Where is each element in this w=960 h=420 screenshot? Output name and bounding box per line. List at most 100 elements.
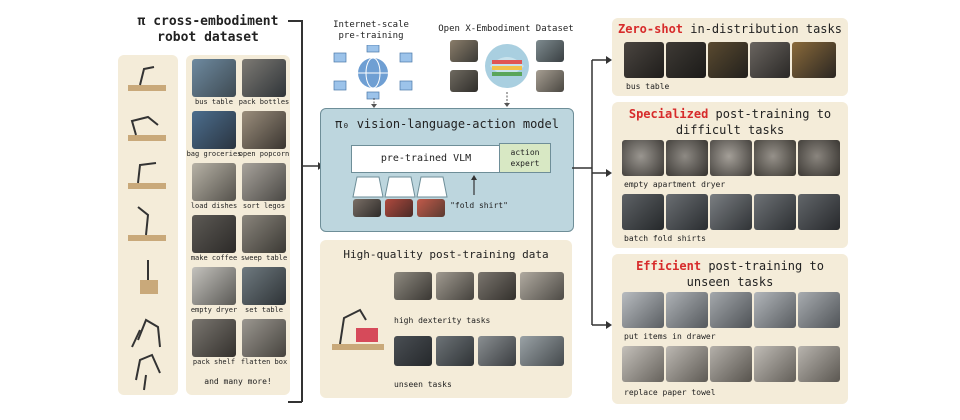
camera-photo <box>385 199 413 217</box>
zero-shot-panel: Zero-shot in-distribution tasks bus tabl… <box>612 18 848 96</box>
unseen-label: unseen tasks <box>394 380 452 389</box>
specialized-title: Specialized post-training to difficult t… <box>612 106 848 138</box>
task-photo <box>192 215 236 253</box>
paper-towel-photo <box>622 346 664 382</box>
oxe-photo <box>536 40 564 62</box>
robot-icons <box>128 66 166 391</box>
robot-arm-icon <box>128 66 166 91</box>
drawer-photo <box>622 292 664 328</box>
paper-towel-caption: replace paper towel <box>624 388 716 397</box>
oxe-globe-icon <box>485 44 529 88</box>
task-photo <box>242 267 286 305</box>
action-expert-box: action expert <box>499 143 551 173</box>
dexterity-label: high dexterity tasks <box>394 316 491 325</box>
left-title-line2: robot dataset <box>157 30 259 45</box>
task-label: sort legos <box>242 202 286 210</box>
paper-towel-photo <box>666 346 708 382</box>
drawer-photo <box>666 292 708 328</box>
fold-shirts-photo <box>710 194 752 230</box>
task-photo <box>192 267 236 305</box>
fold-shirts-photo <box>754 194 796 230</box>
efficient-panel: Efficient post-training to unseen tasks … <box>612 254 848 404</box>
output-arrows <box>572 56 612 329</box>
task-label: flatten box <box>240 358 288 366</box>
task-label: empty dryer <box>190 306 238 314</box>
drawer-caption: put items in drawer <box>624 332 716 341</box>
dryer-photo <box>798 140 840 176</box>
specialized-line2: difficult tasks <box>675 123 785 137</box>
drawer-photo <box>798 292 840 328</box>
task-photo <box>242 111 286 149</box>
task-label: sweep table <box>240 254 288 262</box>
task-label: bus table <box>195 98 233 106</box>
and-many-more-label: and many more! <box>204 377 272 386</box>
robot-arm-icon <box>131 318 161 348</box>
unseen-photo <box>478 336 516 366</box>
task-label: set table <box>245 306 283 314</box>
dryer-photo <box>666 140 708 176</box>
oxe-photo <box>450 40 478 62</box>
bracket-vertical <box>301 20 303 402</box>
bus-table-photo <box>750 42 790 78</box>
specialized-highlight: Specialized <box>628 107 709 121</box>
fold-shirts-caption: batch fold shirts <box>624 234 706 243</box>
camera-photo <box>417 199 445 217</box>
fold-shirts-photo <box>798 194 840 230</box>
task-label: bag groceries <box>186 150 242 158</box>
model-title: π₀ vision-language-action model <box>335 117 559 131</box>
bus-table-photo <box>624 42 664 78</box>
internet-label-line2: pre-training <box>338 31 404 41</box>
bracket-bottom <box>288 401 302 403</box>
prompt-text: "fold shirt" <box>450 201 508 210</box>
posttrain-title: High-quality post-training data <box>343 248 549 261</box>
dotted-arrow-down <box>371 98 377 108</box>
task-photo <box>242 215 286 253</box>
dryer-photo <box>754 140 796 176</box>
zero-shot-highlight: Zero-shot <box>618 22 684 36</box>
task-photo <box>192 163 236 201</box>
dexterity-photo <box>520 272 564 300</box>
oxe-photo <box>450 70 478 92</box>
bus-table-caption: bus table <box>626 82 670 91</box>
zero-shot-title: Zero-shot in-distribution tasks <box>612 22 848 36</box>
task-photo <box>192 111 236 149</box>
fold-shirts-photo <box>622 194 664 230</box>
task-photo <box>192 59 236 97</box>
globe-network-icon <box>333 45 413 100</box>
dryer-caption: empty apartment dryer <box>624 180 726 189</box>
model-box: π₀ vision-language-action model pre-trai… <box>320 108 574 232</box>
fold-shirts-photo <box>666 194 708 230</box>
arrow-up <box>471 175 477 195</box>
task-label: open popcorn <box>238 150 290 158</box>
specialized-panel: Specialized post-training to difficult t… <box>612 102 848 248</box>
unseen-photo <box>436 336 474 366</box>
robot-arm-icon <box>128 115 166 141</box>
bus-table-photo <box>792 42 836 78</box>
image-encoder-icons <box>352 176 448 198</box>
task-label: pack bottles <box>238 98 290 106</box>
bus-table-photo <box>708 42 748 78</box>
left-title-line1: π cross-embodiment <box>137 14 279 29</box>
internet-label-line1: Internet-scale <box>333 20 409 30</box>
zero-shot-rest: in-distribution tasks <box>683 22 842 36</box>
drawer-photo <box>754 292 796 328</box>
oxe-photo <box>536 70 564 92</box>
robot-column <box>118 55 178 395</box>
posttrain-panel: High-quality post-training data high dex… <box>320 240 572 398</box>
robot-arm-icon <box>128 162 166 189</box>
efficient-highlight: Efficient <box>636 259 702 273</box>
efficient-line2: unseen tasks <box>686 275 774 289</box>
efficient-rest: post-training to <box>701 259 824 273</box>
task-photo <box>242 163 286 201</box>
unseen-photo <box>520 336 564 366</box>
dryer-photo <box>710 140 752 176</box>
unseen-photo <box>394 336 432 366</box>
vlm-box: pre-trained VLM <box>351 145 501 173</box>
bus-table-photo <box>666 42 706 78</box>
action-expert-line1: action <box>510 148 540 157</box>
task-photo <box>192 319 236 357</box>
bracket-top <box>288 20 302 22</box>
paper-towel-photo <box>754 346 796 382</box>
drawer-photo <box>710 292 752 328</box>
paper-towel-photo <box>710 346 752 382</box>
